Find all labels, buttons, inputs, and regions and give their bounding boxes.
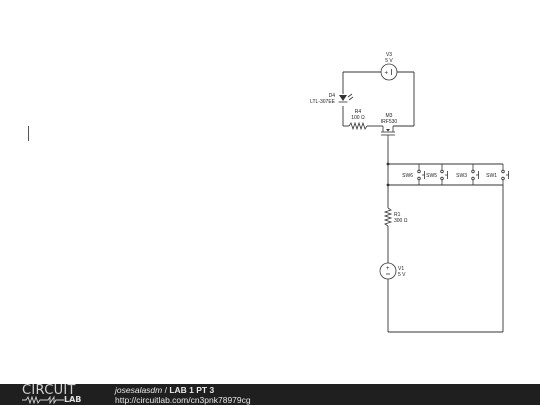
v3-voltage-source[interactable]: + — [380, 63, 398, 81]
m3-mosfet-symbol[interactable] — [381, 126, 395, 140]
wires-main-loop — [387, 140, 504, 333]
circuit-title: LAB 1 PT 3 — [169, 385, 215, 395]
waveform-icon — [22, 396, 64, 404]
m3-name-label: M3 — [386, 113, 393, 119]
wires-top-loop — [342, 71, 415, 127]
logo-top-text: CIRCUIT — [22, 383, 76, 398]
circuit-schematic: + V3 5 V D4 LTL-307EE R4 100 Ω M3 IRF530 — [310, 52, 509, 333]
m3-value-label: IRF530 — [381, 119, 398, 125]
junction-dot — [386, 183, 390, 187]
junction-dot — [386, 162, 390, 166]
v3-name-label: V3 — [386, 52, 392, 58]
v3-value-label: 5 V — [385, 58, 393, 64]
v1-voltage-source[interactable]: + — [379, 262, 397, 280]
svg-text:+: + — [386, 266, 390, 272]
schematic-canvas[interactable]: + V3 5 V D4 LTL-307EE R4 100 Ω M3 IRF530 — [0, 0, 540, 384]
circuit-meta: josesalasdm / LAB 1 PT 3 http://circuitl… — [115, 385, 251, 405]
r4-name-label: R4 — [355, 109, 362, 115]
svg-text:+: + — [385, 71, 389, 77]
text-cursor — [28, 126, 29, 141]
d4-led-symbol[interactable] — [338, 93, 354, 103]
circuit-url-link[interactable]: http://circuitlab.com/cn3pnk78979cg — [115, 395, 251, 405]
d4-value-label: LTL-307EE — [310, 99, 336, 105]
v1-value-label: 5 V — [398, 272, 406, 278]
circuitlab-logo[interactable]: CIRCUIT LAB — [0, 384, 96, 405]
r1-value-label: 300 Ω — [394, 218, 408, 224]
d4-name-label: D4 — [329, 93, 336, 99]
author-link[interactable]: josesalasdm — [115, 385, 163, 395]
r4-value-label: 100 Ω — [351, 115, 365, 121]
v1-name-label: V1 — [398, 266, 404, 272]
sw5-label: SW5 — [426, 173, 437, 179]
switch-array[interactable] — [417, 164, 509, 185]
title-separator: / — [162, 385, 170, 395]
r1-resistor-symbol[interactable] — [383, 207, 393, 227]
sw1-label: SW1 — [486, 173, 497, 179]
r4-resistor-symbol[interactable] — [348, 121, 368, 131]
sw6-label: SW6 — [402, 173, 413, 179]
footer-bar: CIRCUIT LAB josesalasdm / LAB 1 PT 3 htt… — [0, 384, 540, 405]
r1-name-label: R1 — [394, 212, 401, 218]
sw3-label: SW3 — [456, 173, 467, 179]
logo-bottom-text: LAB — [64, 395, 82, 404]
